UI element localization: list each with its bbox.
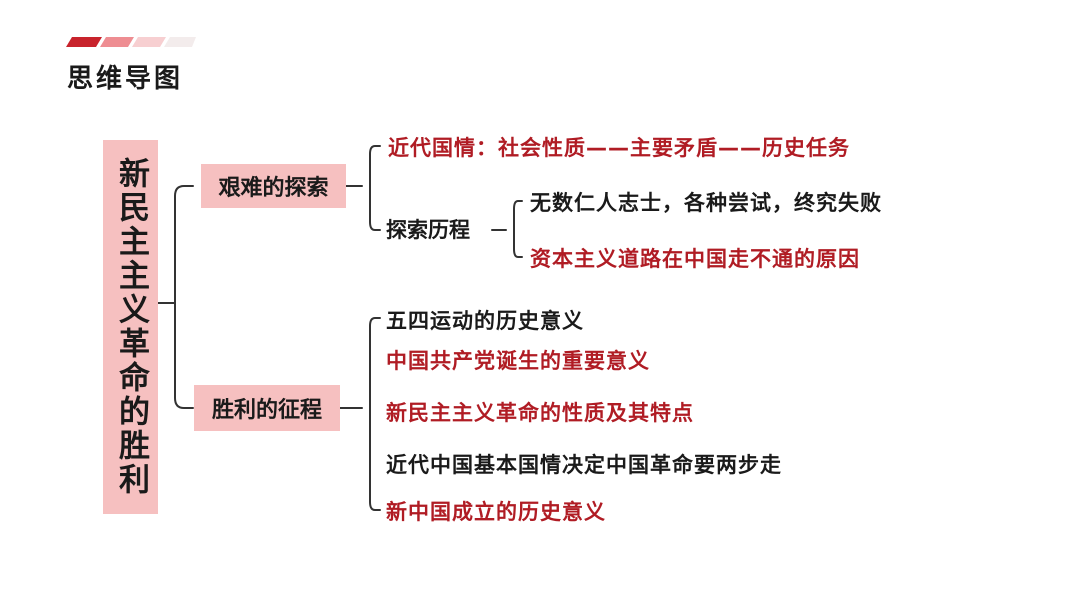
branch-node-victory: 胜利的征程 (194, 385, 340, 431)
page-title: 思维导图 (67, 64, 184, 94)
leaf-many-attempts-failed: 无数仁人志士，各种尝试，终究失败 (530, 191, 882, 215)
leaf-two-step-revolution: 近代中国基本国情决定中国革命要两步走 (386, 453, 782, 477)
branch2-bracket (369, 317, 381, 511)
leaf-modern-national-conditions: 近代国情：社会性质——主要矛盾——历史任务 (388, 136, 850, 160)
subbranch-bracket (513, 200, 523, 258)
root-node: 新民主主义革命的胜利 (103, 140, 158, 514)
branch-node-exploration-label: 艰难的探索 (218, 176, 329, 201)
branch1-bracket (369, 145, 381, 231)
leaf-may-fourth-significance: 五四运动的历史意义 (386, 309, 584, 333)
root-bracket (174, 185, 194, 409)
leaf-capitalism-unworkable: 资本主义道路在中国走不通的原因 (530, 247, 860, 271)
leaf-revolution-nature: 新民主主义革命的性质及其特点 (386, 401, 694, 425)
branch-node-victory-label: 胜利的征程 (211, 398, 322, 423)
header-accent-bars (66, 37, 196, 47)
leaf-cpc-founding-significance: 中国共产党诞生的重要意义 (386, 349, 650, 373)
branch-node-exploration: 艰难的探索 (201, 164, 346, 208)
root-node-label: 新民主主义革命的胜利 (113, 157, 149, 497)
leaf-prc-founding-significance: 新中国成立的历史意义 (386, 500, 606, 524)
sub-branch-exploration-process: 探索历程 (386, 218, 470, 242)
